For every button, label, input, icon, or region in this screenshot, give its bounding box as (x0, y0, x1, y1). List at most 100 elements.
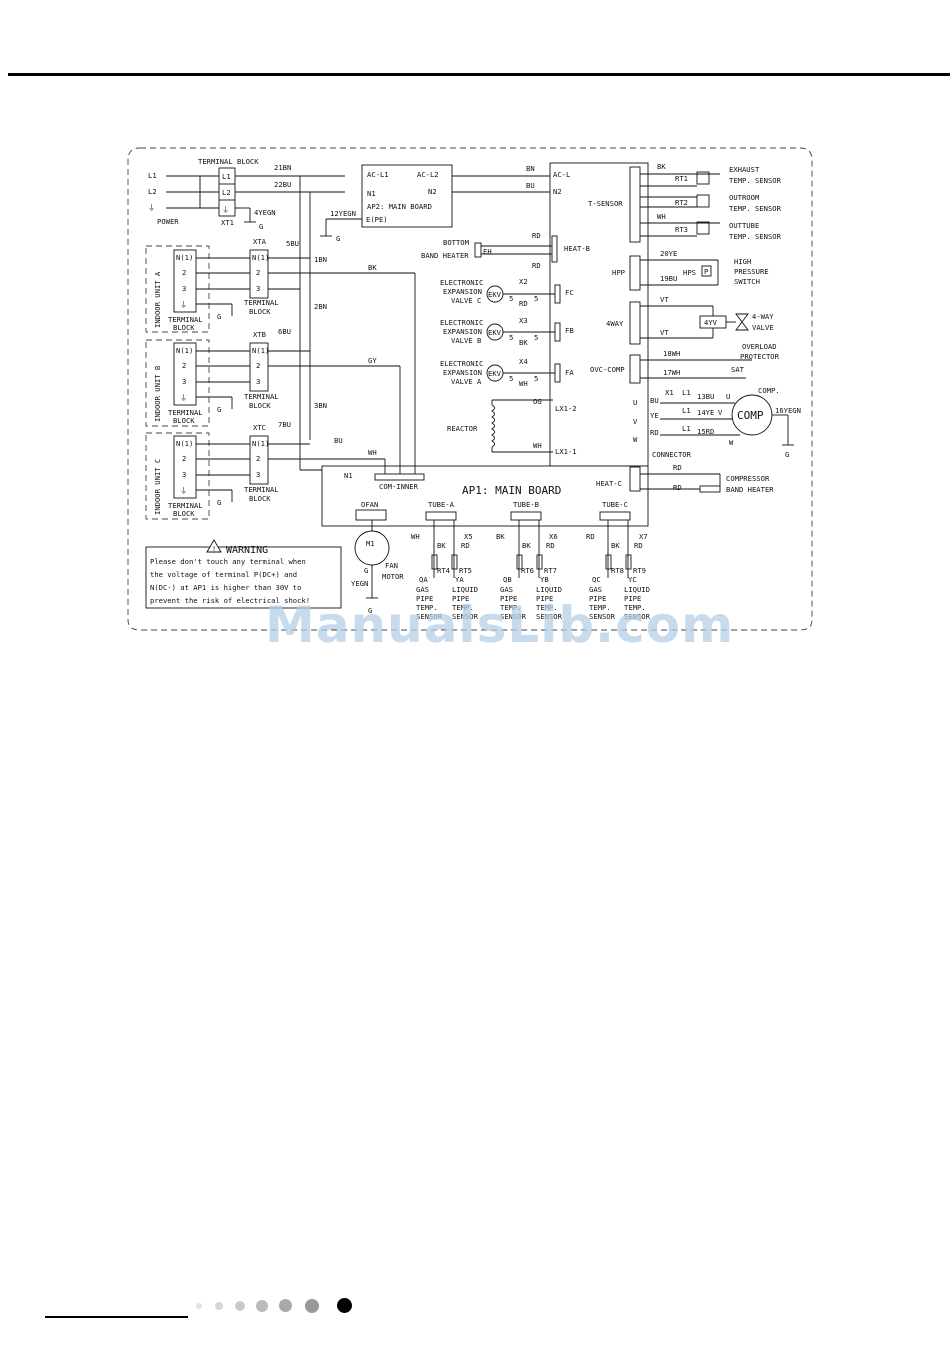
power-section: L1 L2 ⏚ POWER TERMINAL BLOCK L1 L2 ⏚ XT1… (148, 157, 345, 231)
xtb-tb1: TERMINAL (244, 392, 279, 401)
ap2-g: G (336, 234, 340, 243)
gas-c-2: PIPE (589, 594, 606, 603)
ekv-a-l2: EXPANSION (443, 368, 482, 377)
indoor-c-tb1: TERMINAL (168, 501, 203, 510)
terminal-block-title: TERMINAL BLOCK (198, 157, 259, 166)
indoor-b-tb2: BLOCK (173, 416, 195, 425)
ap1-bu: BU (526, 181, 535, 190)
fan-l2: MOTOR (382, 572, 404, 581)
indoor-a-tb1: TERMINAL (168, 315, 203, 324)
rt2-thermistor-icon (696, 194, 710, 208)
compressor-band-heater: HEAT-C RD RD COMPRESSOR BAND HEATER (596, 463, 774, 494)
hps-p: P (704, 267, 708, 276)
fourway-vt1: VT (660, 295, 669, 304)
xta-pin3: 3 (256, 284, 260, 293)
liq-b-1: LIQUID (536, 585, 562, 594)
xtc-pin3: 3 (256, 470, 260, 479)
wire-bu: BU (334, 436, 343, 445)
t-sensor-label: T-SENSOR (588, 199, 623, 208)
comp-rd: RD (650, 428, 659, 437)
xtb-pin1: N(1) (252, 346, 269, 355)
wire-22bu: 22BU (274, 180, 291, 189)
wire-7bu: 7BU (278, 420, 291, 429)
bottom-label: BOTTOM (443, 238, 470, 247)
indoor-b-name: INDOOR UNIT B (153, 366, 162, 422)
xtc-label: XTC (253, 423, 266, 432)
ap1-bn: BN (526, 164, 535, 173)
ekv-c-l1: ELECTRONIC (440, 278, 483, 287)
xtb-tb2: BLOCK (249, 401, 271, 410)
fourway-l2: VALVE (752, 323, 774, 332)
liq-c-3: TEMP. (624, 603, 646, 612)
rt2-l1: OUTROOM (729, 193, 760, 202)
hps-l3: SWITCH (734, 277, 760, 286)
power-l1-label: L1 (148, 171, 157, 180)
indoor-unit-a: INDOOR UNIT A N(1) 2 3 ⏚ TERMINAL BLOCK … (145, 237, 299, 333)
power-ground-icon: ⏚ (148, 203, 155, 212)
warning-icon (206, 539, 222, 553)
wire-16yegn: 16YEGN (775, 406, 801, 415)
indoor-a-g: G (217, 312, 221, 321)
fa-label: FA (565, 368, 574, 377)
tube-c-c1: RD (586, 532, 595, 541)
xta-pin1: N(1) (252, 253, 269, 262)
ap1-title: AP1: MAIN BOARD (462, 484, 561, 497)
tube-c-rta: RT8 (611, 566, 624, 575)
tube-b-x: X6 (549, 532, 558, 541)
reactor-wh: WH (533, 441, 542, 450)
rt1-l2: TEMP. SENSOR (729, 176, 782, 185)
gas-b-3: TEMP. (500, 603, 522, 612)
rt2-l2: TEMP. SENSOR (729, 204, 782, 213)
connector-label: CONNECTOR (652, 450, 692, 459)
lx11-label: LX1-1 (555, 447, 577, 456)
ekv-c-l3: VALVE C (451, 296, 481, 305)
xt1-l1: L1 (222, 172, 231, 181)
comp-bu: BU (650, 396, 659, 405)
tube-a-qa: QA (419, 575, 428, 584)
comp-ye: YE (650, 411, 659, 420)
liq-b-4: SENSOR (536, 612, 563, 621)
gas-c-1: GAS (589, 585, 602, 594)
ekv-valve-b: ELECTRONIC EXPANSION VALVE B EKV X3 BK 5… (440, 316, 574, 347)
ekv-c-l2: EXPANSION (443, 287, 482, 296)
sensor-wh: WH (657, 212, 666, 221)
ap2-title: AP2: MAIN BOARD (367, 202, 432, 211)
indoor-c-pin3: 3 (182, 470, 186, 479)
fan-motor: OFAN M1 G YEGN G FAN MOTOR (351, 500, 404, 615)
indoor-b-ground: ⏚ (180, 393, 187, 402)
warning-line-2: the voltage of terminal P(DC+) and (150, 570, 297, 579)
fan-yegn: YEGN (351, 579, 368, 588)
xta-tb1: TERMINAL (244, 298, 279, 307)
xta-tb2: BLOCK (249, 307, 271, 316)
wire-1bn: 1BN (314, 255, 327, 264)
indoor-a-ground: ⏚ (180, 300, 187, 309)
ekv-b-l2: EXPANSION (443, 327, 482, 336)
power-g: G (259, 222, 263, 231)
indoor-c-name: INDOOR UNIT C (153, 459, 162, 515)
wire-4yegn: 4YEGN (254, 208, 276, 217)
indoor-b-pin1: N(1) (176, 346, 193, 355)
page-dot-3 (235, 1301, 245, 1311)
warning-exclaim: ! (212, 545, 216, 553)
ekv-valve-c: ELECTRONIC EXPANSION VALVE C EKV X2 RD 5… (440, 277, 574, 308)
xtb-pin3: 3 (256, 377, 260, 386)
tube-c-r: RD (634, 541, 643, 550)
wire-14ye: 14YE (697, 408, 714, 417)
rt1-l1: EXHAUST (729, 165, 760, 174)
fc-label: FC (565, 288, 574, 297)
eh-label: EH (483, 247, 492, 256)
warning-line-4: prevent the risk of electrical shock! (150, 596, 310, 605)
page-dot-4 (256, 1300, 268, 1312)
tube-b-k: BK (522, 541, 531, 550)
ovc-l1: OVERLOAD (742, 342, 777, 351)
tube-a: TUBE-A WH X5 BK RD RT4 RT5 QA YA (411, 500, 473, 584)
t-sensor-connector (629, 166, 641, 243)
tube-a-name: TUBE-A (428, 500, 455, 509)
ekv-c-n2: 5 (534, 294, 538, 303)
heatb-rd1: RD (532, 231, 541, 240)
xt1-label: XT1 (221, 218, 234, 227)
tube-b-rtb: RT7 (544, 566, 557, 575)
ovc-label: OVC-COMP (590, 365, 625, 374)
tube-a-rta: RT4 (437, 566, 450, 575)
tube-a-rtb: RT5 (459, 566, 472, 575)
